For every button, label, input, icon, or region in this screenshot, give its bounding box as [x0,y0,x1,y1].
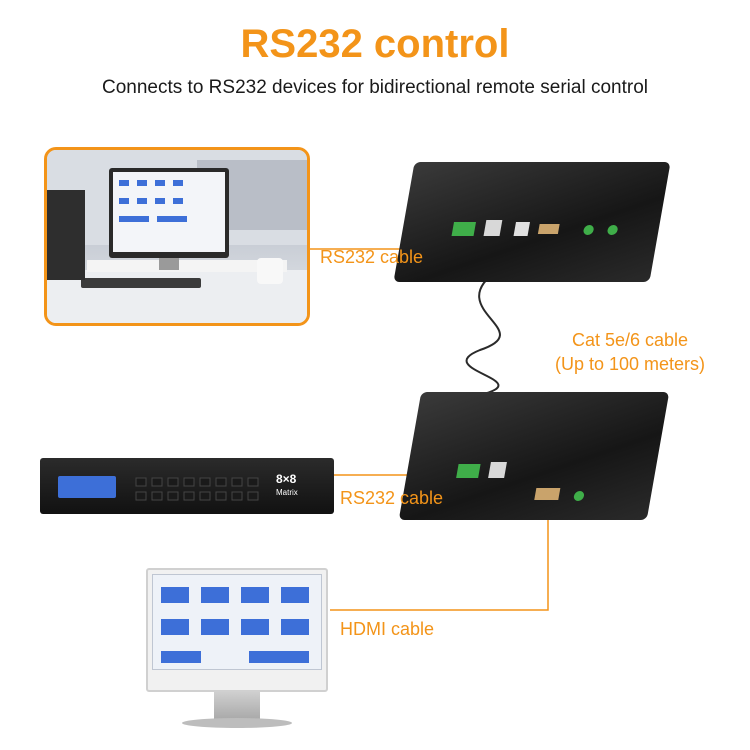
desk-scene [47,150,307,323]
monitor-screen [152,574,322,670]
matrix-lcd [58,476,116,498]
cat-cable-label-1: Cat 5e/6 cable [571,330,689,350]
monitor [146,568,328,692]
hdmi-label: HDMI cable [340,619,435,639]
monitor-ui [161,587,309,663]
monitor-stand [214,692,260,720]
page-subtitle: Connects to RS232 devices for bidirectio… [102,77,648,98]
rs232-top-label: RS232 cable [320,247,424,267]
cat-cable-label-2: (Up to 100 meters) [554,354,706,374]
hdmi-line [330,505,549,611]
matrix-switch: 8×8 Matrix [40,458,334,514]
page-title: RS232 control [240,22,510,66]
matrix-size-label: 8×8 [276,472,297,486]
bottom-extender-ports [456,462,585,501]
pc-photo [44,147,310,326]
top-extender [393,162,671,282]
matrix-buttons [135,477,259,501]
rs232-mid-label: RS232 cable [340,488,444,508]
matrix-word-label: Matrix [276,488,298,497]
top-extender-ports [451,220,618,236]
monitor-foot [182,718,292,728]
bottom-extender [398,392,670,520]
